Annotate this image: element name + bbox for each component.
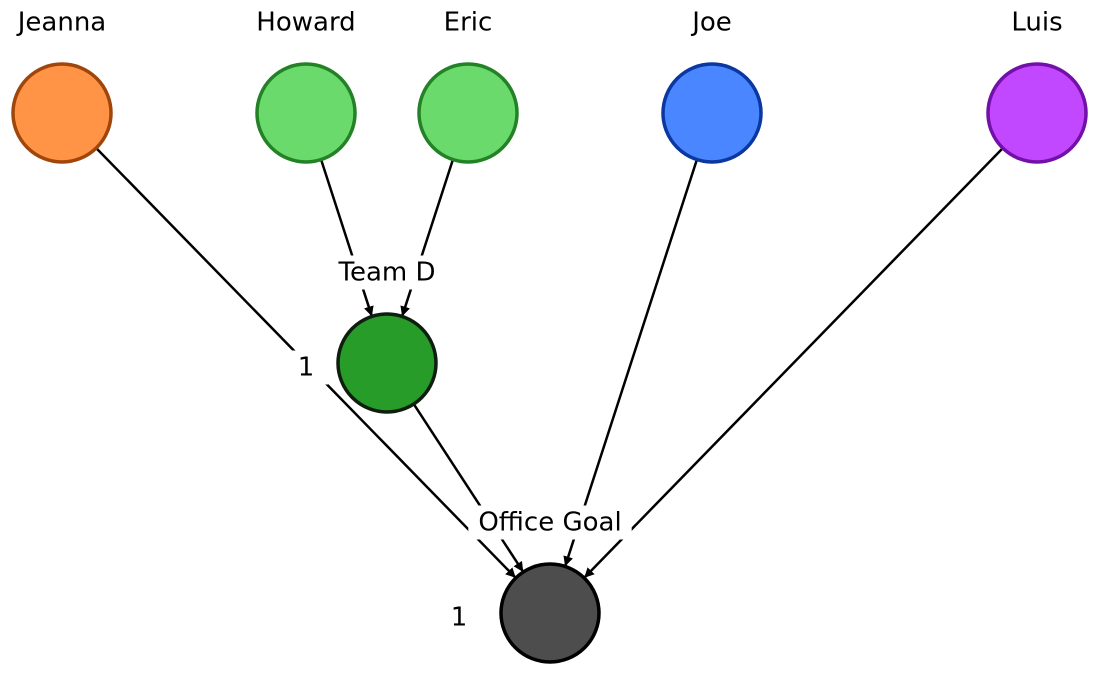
person-node-jeanna[interactable] (11, 62, 113, 164)
team-label-group: Team D (331, 255, 442, 290)
person-node-joe[interactable] (661, 62, 763, 164)
edge-eric-to-team (400, 159, 455, 317)
goal-label: Office Goal (478, 508, 621, 538)
person-node-eric[interactable] (417, 62, 519, 164)
edge-howard-to-team (319, 159, 374, 317)
person-label-jeanna: Jeanna (16, 8, 107, 38)
team-count-label: 1 (298, 353, 315, 383)
person-node-howard[interactable] (255, 62, 357, 164)
person-label-luis: Luis (1011, 8, 1062, 38)
goal-node[interactable] (499, 562, 601, 664)
goal-label-group: Office Goal (468, 505, 632, 540)
goal-count-label: 1 (451, 603, 468, 633)
edge-team-to-goal (412, 403, 524, 572)
team-label: Team D (337, 258, 435, 288)
edge-luis-to-goal (583, 147, 1004, 579)
team-node[interactable] (336, 312, 438, 414)
person-label-howard: Howard (256, 8, 355, 38)
team-count-label-group: 1 (283, 350, 329, 385)
person-node-luis[interactable] (986, 62, 1088, 164)
edge-joe-to-goal (563, 159, 699, 567)
person-label-joe: Joe (690, 8, 732, 38)
person-label-eric: Eric (444, 8, 493, 38)
